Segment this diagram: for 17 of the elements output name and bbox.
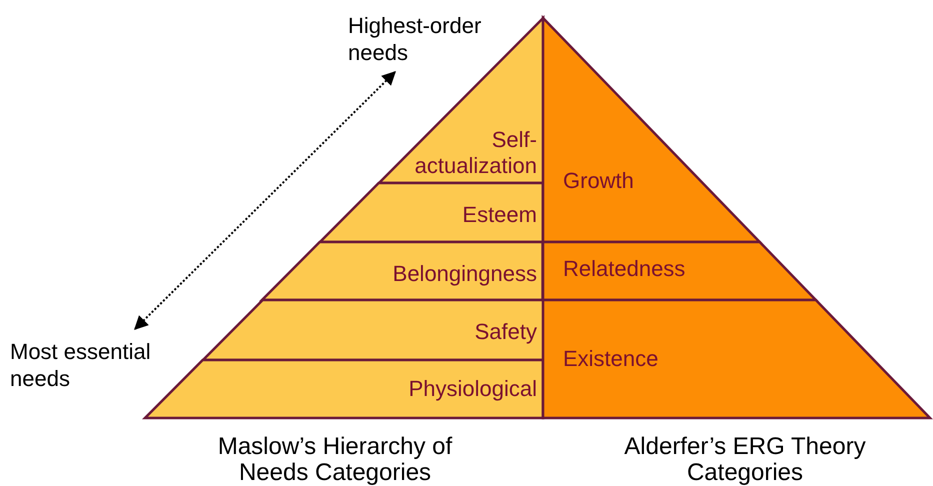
band-label: Growth [563, 168, 634, 194]
pyramid-band [262, 242, 543, 300]
caption-text: Alderfer’s ERG Theory Categories [623, 434, 867, 486]
band-label: Relatedness [563, 256, 686, 282]
band-label: Existence [563, 346, 658, 372]
annotation-text: Most essential needs [10, 338, 190, 392]
pyramid-band [320, 183, 543, 242]
band-label: Physiological [408, 376, 537, 402]
band-label: Safety [474, 319, 537, 345]
caption-text: Maslow’s Hierarchy of Needs Categories [216, 434, 454, 486]
dotted-arrow [134, 71, 396, 330]
pyramid-band [202, 300, 543, 360]
pyramid-band [145, 360, 543, 418]
annotation-text: Highest-order needs [348, 12, 518, 66]
band-label: Self-actualization [414, 127, 537, 179]
band-label: Belongingness [392, 261, 537, 287]
band-label: Esteem [462, 202, 537, 228]
